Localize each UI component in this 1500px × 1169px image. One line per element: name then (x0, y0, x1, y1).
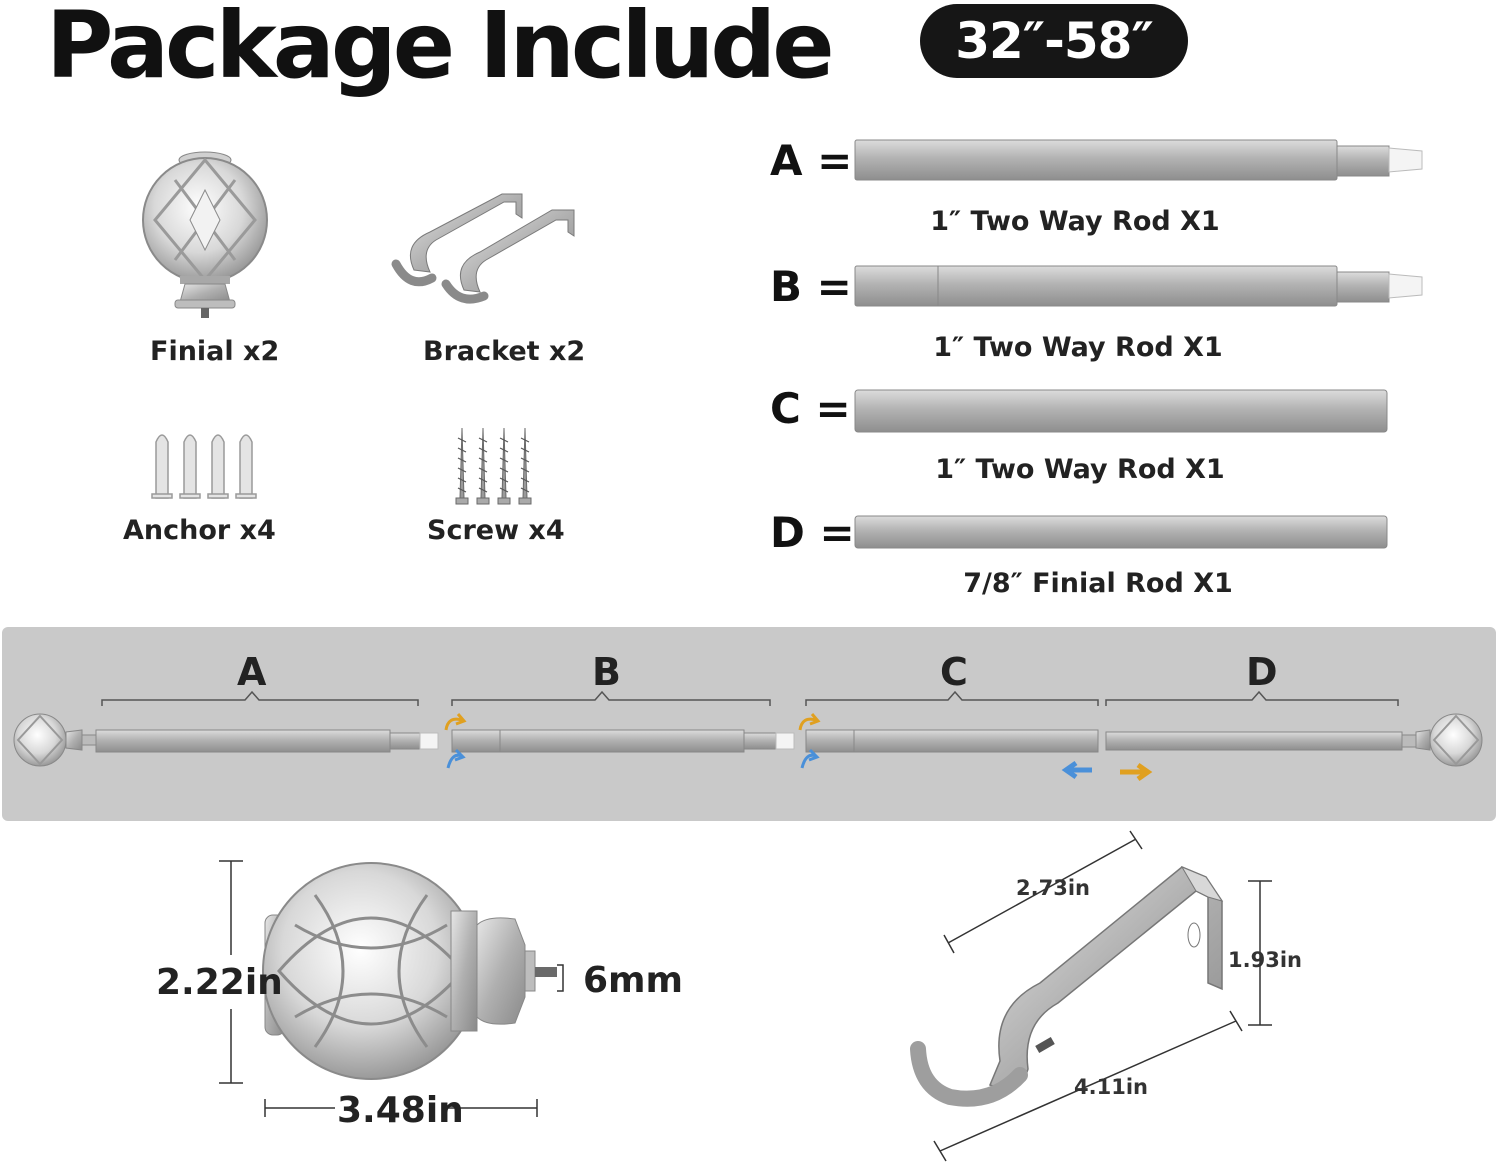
finial-label: Finial x2 (150, 336, 280, 367)
rod-b-graphic (854, 265, 1423, 307)
screw-label: Screw x4 (427, 515, 565, 546)
size-badge: 32″-58″ (920, 4, 1188, 78)
page-title: Package Include (46, 0, 835, 99)
finial-screw-label: 6mm (583, 960, 684, 1001)
assembly-panel (2, 627, 1496, 821)
rod-a-caption: 1″ Two Way Rod X1 (930, 206, 1220, 237)
bracket-length-label: 4.11in (1074, 1075, 1148, 1099)
rod-d-graphic (854, 515, 1388, 549)
segment-label-d: D (1246, 650, 1278, 694)
rod-a-letter: A = (770, 136, 853, 185)
segment-label-c: C (940, 650, 968, 694)
rod-a-graphic (854, 139, 1423, 181)
rod-b-caption: 1″ Two Way Rod X1 (933, 332, 1223, 363)
anchor-icon (151, 434, 257, 499)
rod-c-letter: C = (770, 384, 851, 433)
rod-c-caption: 1″ Two Way Rod X1 (935, 454, 1225, 485)
segment-label-a: A (237, 650, 267, 694)
rod-c-graphic (854, 389, 1388, 433)
segment-label-b: B (592, 650, 621, 694)
bracket-dimension-drawing (910, 830, 1272, 1162)
rod-d-caption: 7/8″ Finial Rod X1 (963, 568, 1233, 599)
finial-icon (142, 151, 268, 318)
anchor-label: Anchor x4 (123, 515, 276, 546)
rod-d-letter: D = (770, 508, 855, 557)
bracket-label: Bracket x2 (423, 336, 586, 367)
bracket-height-label: 1.93in (1228, 948, 1302, 972)
bracket-top-label: 2.73in (1016, 876, 1090, 900)
finial-height-label: 2.22in (156, 962, 283, 1003)
rod-b-letter: B = (770, 262, 852, 311)
assembly-diagram (13, 690, 1483, 782)
screw-icon (455, 427, 532, 505)
bracket-icon (391, 193, 575, 304)
finial-length-label: 3.48in (337, 1090, 464, 1131)
finial-dimension-drawing (219, 860, 564, 1117)
